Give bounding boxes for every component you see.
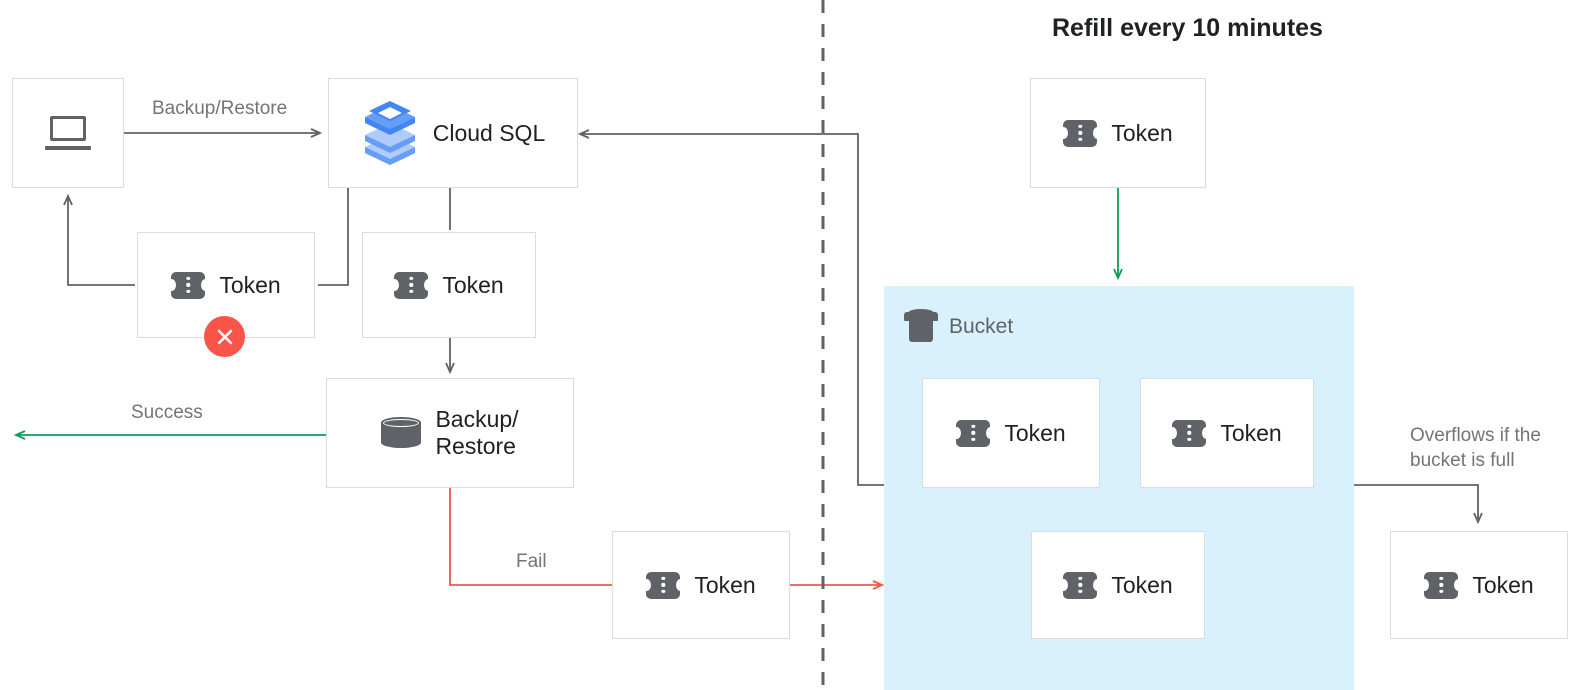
edge-label-success: Success: [131, 402, 203, 423]
bucket-icon: [904, 309, 938, 342]
edge-bucket-to-cloudsql: [580, 134, 884, 486]
node-token-fail-out-label: Token: [694, 571, 756, 598]
overflow-label-line-2: bucket is full: [1410, 449, 1515, 471]
token-icon: [1167, 419, 1211, 447]
database-icon: [381, 417, 422, 449]
node-backup-restore-label: Backup/ Restore: [435, 406, 518, 460]
node-bucket-token-3[interactable]: Token: [1031, 531, 1205, 639]
edge-label-overflow: Overflows if the bucket is full: [1410, 424, 1570, 473]
token-icon: [951, 419, 995, 447]
backup-restore-line-1: Backup/: [435, 405, 519, 432]
edge-label-fail: Fail: [516, 551, 547, 572]
node-token-consumed[interactable]: Token: [362, 232, 536, 338]
page-title: Refill every 10 minutes: [1052, 14, 1323, 42]
token-icon: [389, 271, 433, 299]
node-bucket-token-3-label: Token: [1111, 571, 1173, 598]
node-cloud-sql-label: Cloud SQL: [432, 119, 546, 146]
node-bucket-token-2-label: Token: [1220, 419, 1282, 446]
node-token-refill-label: Token: [1111, 119, 1173, 146]
bucket-label-text: Bucket: [949, 315, 1014, 338]
token-icon: [641, 571, 685, 599]
node-token-consumed-label: Token: [442, 271, 504, 298]
edge-token-failed-to-client: [68, 196, 135, 286]
edge-cloudsql-to-token-failed: [318, 188, 349, 286]
node-token-fail-out[interactable]: Token: [612, 531, 790, 639]
node-token-overflow-label: Token: [1472, 571, 1534, 598]
node-bucket-token-1[interactable]: Token: [922, 378, 1100, 488]
laptop-icon: [45, 116, 91, 150]
node-cloud-sql[interactable]: Cloud SQL: [328, 78, 578, 188]
bucket-region-label: Bucket: [904, 309, 1014, 342]
node-token-refill[interactable]: Token: [1030, 78, 1206, 188]
token-icon: [1419, 571, 1463, 599]
node-backup-restore[interactable]: Backup/ Restore: [326, 378, 574, 488]
node-token-overflow[interactable]: Token: [1390, 531, 1568, 639]
token-icon: [1058, 571, 1102, 599]
node-token-failed-label: Token: [219, 271, 281, 298]
token-icon: [1058, 119, 1102, 147]
token-icon: [166, 271, 210, 299]
backup-restore-line-2: Restore: [435, 433, 516, 459]
edge-label-backup-restore: Backup/Restore: [152, 98, 288, 119]
error-x-icon: [204, 316, 245, 357]
edge-bucket-overflow: [1354, 484, 1478, 522]
node-bucket-token-1-label: Token: [1004, 419, 1066, 446]
cloud-sql-icon: [361, 101, 419, 165]
overflow-label-line-1: Overflows if the: [1410, 425, 1541, 446]
node-token-failed[interactable]: Token: [137, 232, 315, 338]
node-client[interactable]: [12, 78, 124, 188]
node-bucket-token-2[interactable]: Token: [1140, 378, 1314, 488]
